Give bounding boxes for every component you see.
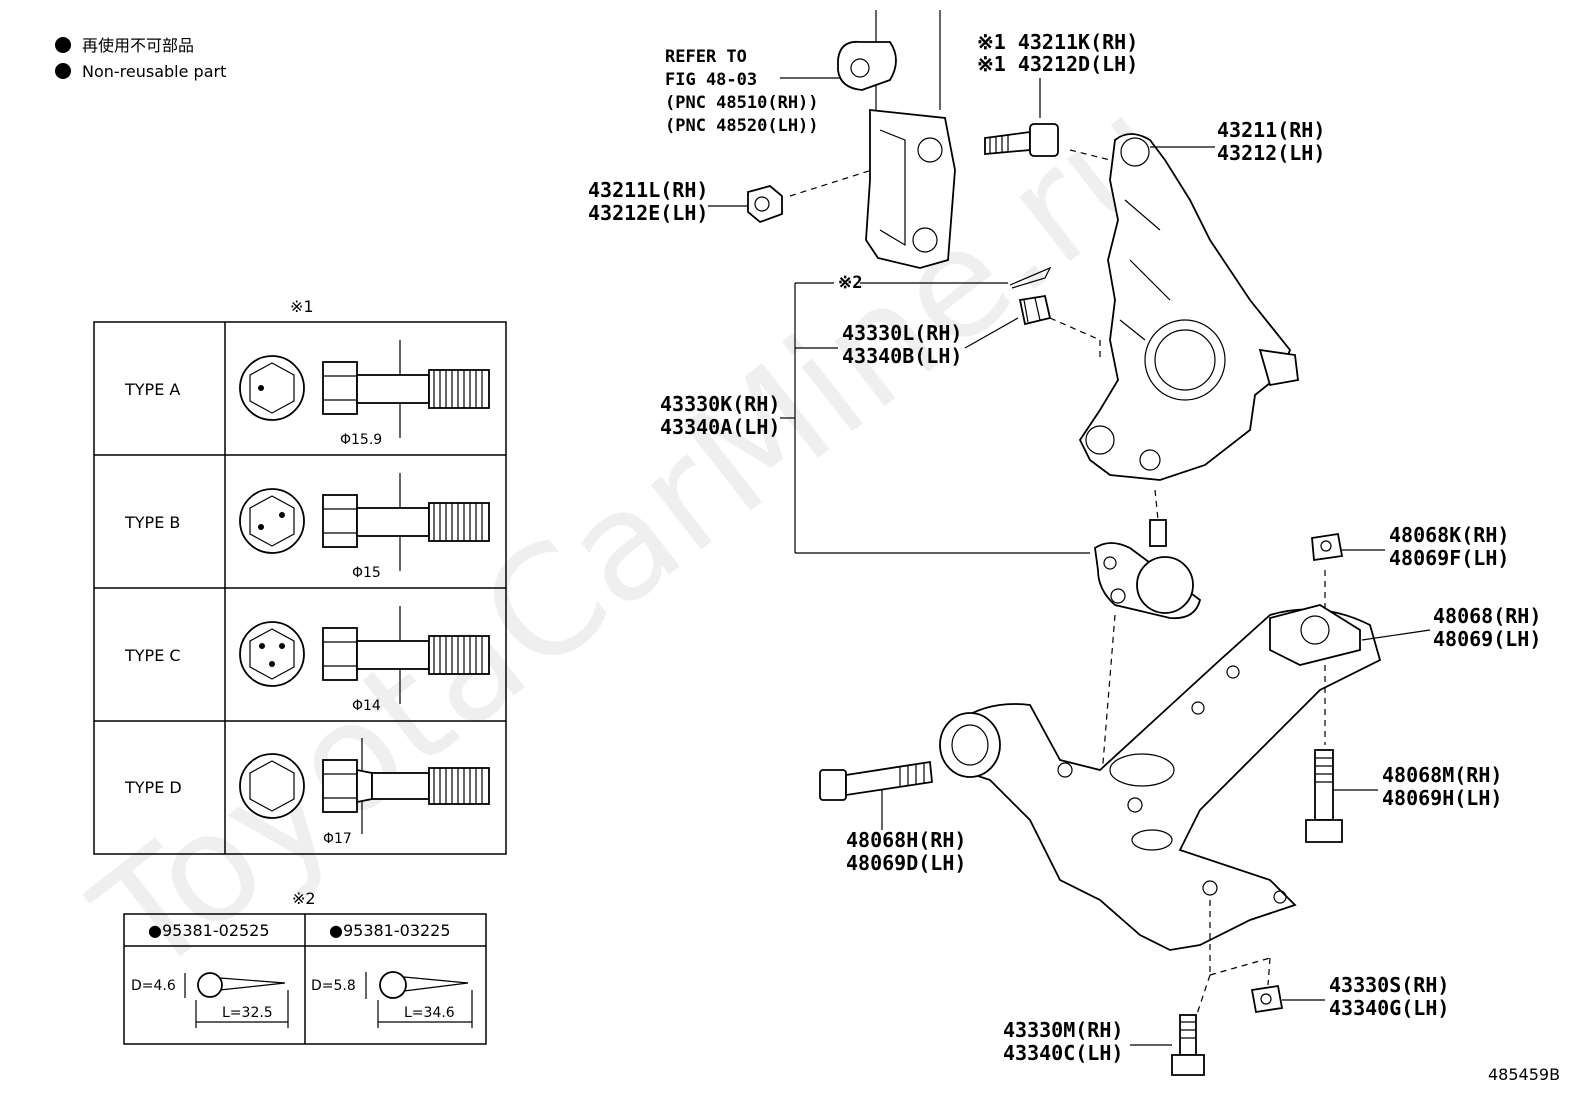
- pin-part-number: ●95381-03225: [329, 921, 451, 940]
- legend-jp: 再使用不可部品: [82, 36, 194, 55]
- callout-armbolt-l-rh: 48068H(RH): [846, 828, 966, 852]
- ball-joint-icon: [1094, 519, 1202, 620]
- callout-armnut-lh: 48069F(LH): [1389, 546, 1509, 570]
- nut-icon: [1250, 984, 1284, 1014]
- diameter-label: Φ14: [352, 698, 381, 714]
- type-row-b: TYPE B Φ15: [124, 473, 490, 581]
- bolt-icon: [984, 78, 1059, 157]
- bolt-icon: [819, 760, 933, 801]
- callout-bushing-lh: 43212E(LH): [588, 201, 708, 225]
- callout-armbolt-r-lh: 48069H(LH): [1382, 786, 1502, 810]
- cotter-pin-icon: [365, 971, 473, 1028]
- refer-note: REFER TO FIG 48-03 (PNC 48510(RH)) (PNC …: [665, 47, 840, 136]
- pin-l-label: L=34.6: [404, 1005, 455, 1021]
- type-row-c: TYPE C Φ14: [124, 606, 490, 714]
- cotter-pin-icon: [1009, 266, 1052, 289]
- callout-bjnut-lh: 43340G(LH): [1329, 996, 1449, 1020]
- type-label: TYPE C: [124, 646, 181, 665]
- callout-bushing-rh: 43211L(RH): [588, 178, 708, 202]
- callout-armnut-rh: 48068K(RH): [1389, 523, 1509, 547]
- pin-table: ※2 ●95381-02525 ●95381-03225 D=4.6 L=32.…: [123, 889, 487, 1045]
- type-row-d: TYPE D Φ17: [124, 738, 490, 847]
- bolt-head-icon: [239, 488, 305, 554]
- steering-knuckle-icon: [1078, 133, 1299, 481]
- svg-text:REFER TO: REFER TO: [665, 47, 747, 67]
- callout-nut-lh: 43340B(LH): [842, 344, 962, 368]
- pin-table-title: ※2: [292, 889, 316, 908]
- callout-arm-lh: 48069(LH): [1433, 627, 1541, 651]
- callout-balljoint-lh: 43340A(LH): [660, 415, 780, 439]
- bolt-side-icon: [322, 340, 490, 438]
- callout-arm-rh: 48068(RH): [1433, 604, 1541, 628]
- bolt-icon: [1305, 749, 1343, 843]
- cotter-pin-icon: [184, 972, 289, 1028]
- pin-d-label: D=4.6: [131, 978, 176, 994]
- callout-nut-rh: 43330L(RH): [842, 321, 962, 345]
- bolt-head-icon: [239, 753, 305, 819]
- callout-balljoint-rh: 43330K(RH): [660, 392, 780, 416]
- pin-l-label: L=32.5: [222, 1005, 273, 1021]
- legend: 再使用不可部品 Non-reusable part: [55, 36, 226, 81]
- bolt-side-icon: [322, 606, 490, 704]
- callout-armbolt-r-rh: 48068M(RH): [1382, 763, 1502, 787]
- castle-nut-icon: [1018, 294, 1052, 326]
- nut-icon: [1311, 532, 1344, 562]
- type-label: TYPE A: [124, 380, 180, 399]
- type-table: ※1 TYPE A Φ15.9 TYPE B: [93, 297, 507, 855]
- callout-knuckle-rh: 43211(RH): [1217, 118, 1325, 142]
- callout-bjbolt-rh: 43330M(RH): [1003, 1018, 1123, 1042]
- bolt-head-icon: [239, 355, 305, 421]
- figure-id: 485459B: [1488, 1065, 1560, 1084]
- bolt-side-icon: [322, 738, 490, 834]
- lower-control-arm-icon: [939, 604, 1382, 951]
- svg-text:FIG 48-03: FIG 48-03: [665, 70, 757, 90]
- type-label: TYPE B: [124, 513, 180, 532]
- svg-text:(PNC 48510(RH)): (PNC 48510(RH)): [665, 93, 819, 113]
- pin-d-label: D=5.8: [311, 978, 356, 994]
- callout-knuckle-lh: 43212(LH): [1217, 141, 1325, 165]
- type-row-a: TYPE A Φ15.9: [124, 340, 490, 448]
- callout-bjnut-rh: 43330S(RH): [1329, 973, 1449, 997]
- bushing-icon: [747, 185, 783, 224]
- pin-part-number: ●95381-02525: [148, 921, 270, 940]
- callout-armbolt-l-lh: 48069D(LH): [846, 851, 966, 875]
- bullet-icon: [55, 37, 71, 53]
- type-table-title: ※1: [290, 297, 314, 316]
- type-label: TYPE D: [124, 778, 182, 797]
- bolt-side-icon: [322, 473, 490, 571]
- callout-cotter-ref: ※2: [838, 273, 862, 293]
- bolt-head-icon: [239, 621, 305, 687]
- bullet-icon: [55, 63, 71, 79]
- callout-bolt-top-lh: ※1 43212D(LH): [977, 52, 1138, 76]
- callout-bjbolt-lh: 43340C(LH): [1003, 1041, 1123, 1065]
- diameter-label: Φ15: [352, 565, 381, 581]
- bolt-icon: [1171, 1014, 1205, 1076]
- svg-text:(PNC 48520(LH)): (PNC 48520(LH)): [665, 116, 819, 136]
- legend-en: Non-reusable part: [82, 62, 226, 81]
- callout-bolt-top-rh: ※1 43211K(RH): [977, 30, 1138, 54]
- diameter-label: Φ17: [323, 831, 352, 847]
- diameter-label: Φ15.9: [340, 432, 382, 448]
- strut-icon: [837, 10, 956, 269]
